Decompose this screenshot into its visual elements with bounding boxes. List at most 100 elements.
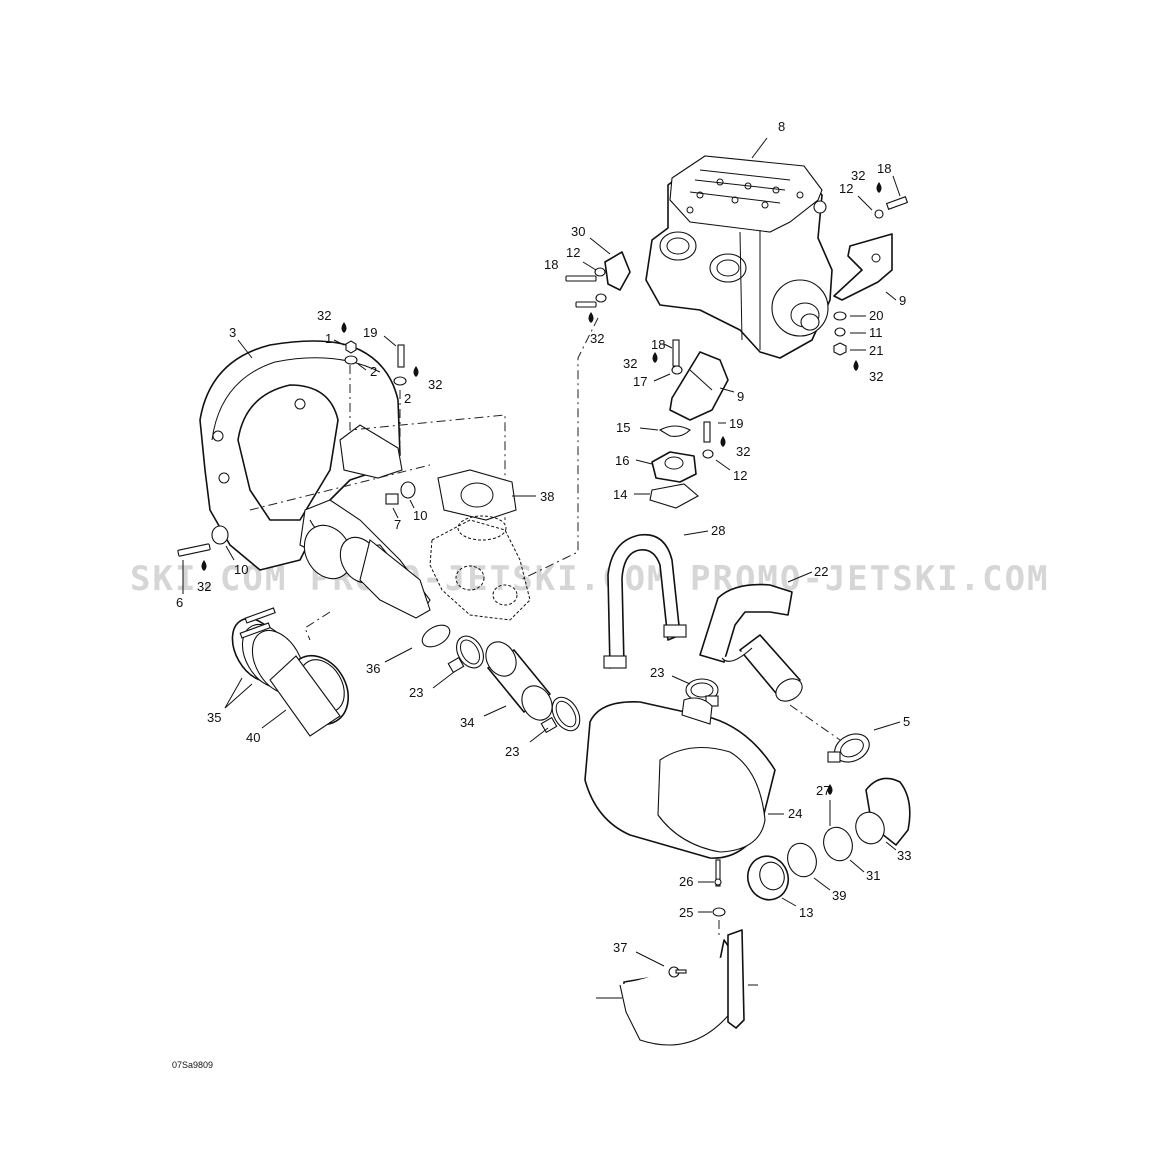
- hose-clamp-23-a[interactable]: [447, 631, 489, 674]
- grommet-10-low[interactable]: [211, 525, 229, 545]
- sleeve-35[interactable]: [269, 645, 360, 737]
- callout-23-a: 23: [409, 685, 423, 700]
- callout-32-nut: 32: [869, 369, 883, 384]
- callout-20: 20: [869, 308, 883, 323]
- callout-34: 35: [207, 710, 221, 725]
- loctite-drop-icon: [588, 312, 594, 323]
- callout-8: 8: [778, 119, 785, 134]
- callout-9-right: 9: [899, 293, 906, 308]
- loctite-drop-icon: [201, 560, 207, 571]
- callout-32-pipe-bolt: 32: [428, 377, 442, 392]
- engine-bracket-30[interactable]: [604, 251, 631, 291]
- callout-30: 30: [571, 224, 585, 239]
- bracket-25[interactable]: [727, 929, 745, 1029]
- engine-block[interactable]: [645, 155, 833, 359]
- callout-2-right: 2: [404, 391, 411, 406]
- washer-12-a[interactable]: [594, 267, 606, 277]
- callout-12-mount: 12: [733, 468, 747, 483]
- washer-2-left[interactable]: [344, 355, 358, 365]
- callout-35: 40: [246, 730, 260, 745]
- loctite-drop-icon: [853, 360, 859, 371]
- loctite-drop-icon: [720, 436, 726, 447]
- callout-12-top: 12: [839, 181, 853, 196]
- water-hose-22[interactable]: [699, 583, 806, 706]
- o-ring-4[interactable]: [819, 823, 857, 865]
- bushing-7[interactable]: [385, 493, 399, 505]
- callout-23-c: 23: [505, 744, 519, 759]
- engine-bracket-9-mid[interactable]: [669, 351, 729, 421]
- callout-19-mid: 19: [729, 416, 743, 431]
- gasket-14[interactable]: [649, 483, 699, 509]
- strap-28[interactable]: [603, 533, 687, 669]
- washer-20[interactable]: [833, 311, 847, 321]
- shim-15[interactable]: [658, 425, 691, 437]
- drawing-code: 07Sa9809: [172, 1060, 213, 1070]
- washer-12-mount[interactable]: [702, 449, 714, 459]
- callout-10-top: 10: [413, 508, 427, 523]
- bolt-18-left[interactable]: [565, 275, 607, 308]
- callout-12-b: 12: [566, 245, 580, 260]
- screw-31[interactable]: [714, 859, 722, 887]
- loctite-drop-icon: [876, 182, 882, 193]
- screw-13[interactable]: [668, 966, 687, 978]
- callout-31: 26: [679, 874, 693, 889]
- bolt-18-mid[interactable]: [672, 339, 680, 367]
- washer-2-right[interactable]: [393, 376, 407, 386]
- callout-29: 34: [460, 715, 474, 730]
- callout-7: 7: [394, 517, 401, 532]
- callout-18-mid: 18: [651, 337, 665, 352]
- callout-18-top: 18: [877, 161, 891, 176]
- callout-38: 38: [540, 489, 554, 504]
- nut-39[interactable]: [742, 850, 795, 905]
- washer-17[interactable]: [671, 365, 683, 375]
- hose-clamp-40[interactable]: [827, 729, 874, 768]
- muffler-support-37[interactable]: [619, 939, 743, 1046]
- callout-23-b: 23: [650, 665, 664, 680]
- grommet-10-top[interactable]: [400, 481, 416, 499]
- gasket-38[interactable]: [437, 469, 517, 521]
- callout-4: 31: [866, 868, 880, 883]
- loctite-drop-icon: [652, 352, 658, 363]
- callout-32-bolt6: 32: [197, 579, 211, 594]
- elbow-24[interactable]: [851, 777, 911, 847]
- callout-6: 6: [176, 595, 183, 610]
- callout-40: 5: [903, 714, 910, 729]
- bolt-19-pipe[interactable]: [397, 344, 405, 368]
- bolt-19-mid[interactable]: [703, 421, 711, 443]
- callout-16: 16: [615, 453, 629, 468]
- callout-15: 15: [616, 420, 630, 435]
- nut-21[interactable]: [833, 342, 847, 356]
- rubber-mount-16[interactable]: [651, 451, 697, 483]
- callout-1: 1: [325, 331, 332, 346]
- exhaust-manifold[interactable]: [429, 515, 531, 621]
- loctite-drop-icon: [413, 366, 419, 377]
- callout-2-left: 2: [370, 364, 377, 379]
- callout-32-mount: 32: [736, 444, 750, 459]
- nut-1[interactable]: [345, 340, 357, 354]
- callout-28: 28: [711, 523, 725, 538]
- callout-17: 17: [633, 374, 647, 389]
- callout-39: 13: [799, 905, 813, 920]
- hose-clamp-23-b[interactable]: [685, 678, 719, 707]
- washer-11[interactable]: [834, 327, 846, 337]
- bolt-18-top-right[interactable]: [874, 196, 909, 219]
- hose-clamp-23-c[interactable]: [540, 692, 585, 735]
- callout-14: 14: [613, 487, 627, 502]
- muffler-27[interactable]: [584, 697, 776, 859]
- callout-13: 37: [613, 940, 627, 955]
- callout-22: 22: [814, 564, 828, 579]
- loctite-drop-icon: [341, 322, 347, 333]
- callout-9-mid: 9: [737, 389, 744, 404]
- callout-27: 24: [788, 806, 802, 821]
- ring-33[interactable]: [783, 839, 821, 881]
- hose-29[interactable]: [480, 636, 558, 725]
- bolt-6[interactable]: [177, 543, 211, 557]
- tuned-pipe-3[interactable]: [199, 340, 453, 651]
- callout-26: 25: [679, 905, 693, 920]
- callout-36: 36: [366, 661, 380, 676]
- washer-26[interactable]: [712, 907, 726, 917]
- callout-32-mid: 32: [623, 356, 637, 371]
- engine-bracket-right[interactable]: [833, 233, 893, 301]
